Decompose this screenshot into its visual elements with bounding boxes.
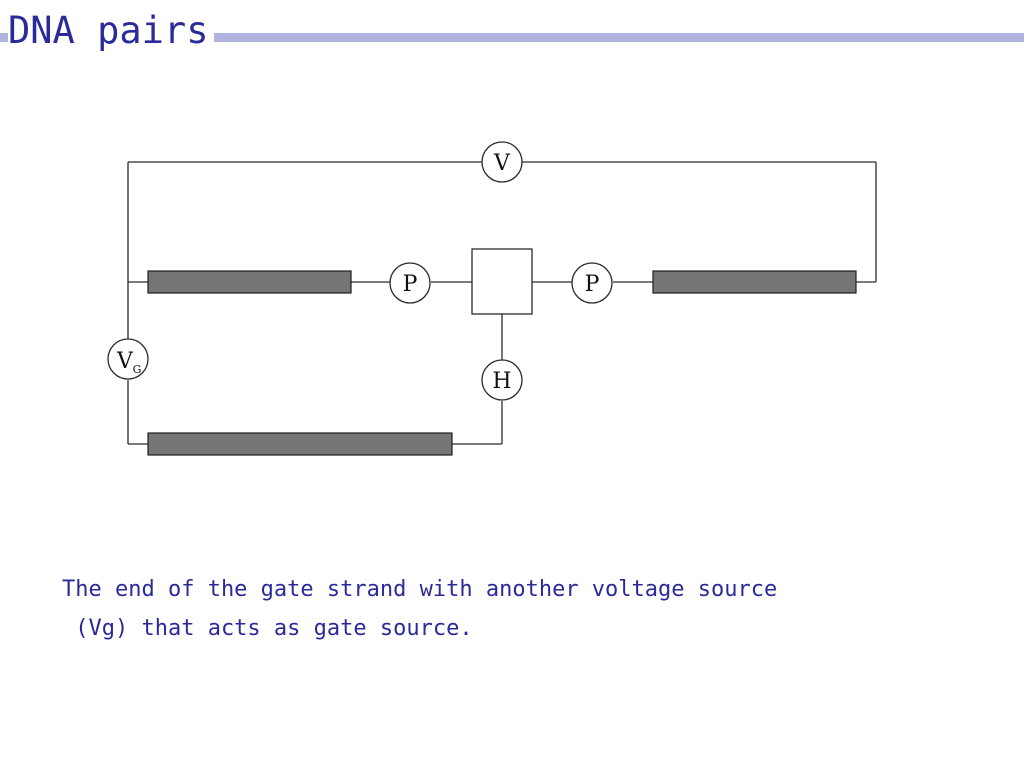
caption-line-1: The end of the gate strand with another … <box>62 577 778 602</box>
left-probe: P <box>389 262 431 304</box>
right-probe: P <box>571 262 613 304</box>
gate-source-label: V <box>116 349 134 374</box>
dna-gate-strand <box>147 432 453 456</box>
gate-meter: H <box>481 359 523 401</box>
title-underline-bar <box>0 33 1024 42</box>
top-voltmeter: V <box>481 141 523 183</box>
right-probe-label: P <box>585 272 600 297</box>
junction-box <box>471 248 533 315</box>
dna-strand-right <box>652 270 857 294</box>
caption-line-2: (Vg) that acts as gate source. <box>62 616 473 641</box>
gate-meter-label: H <box>492 369 511 394</box>
gate-source-subscript: G <box>133 363 142 376</box>
left-probe-label: P <box>403 272 418 297</box>
slide-caption: The end of the gate strand with another … <box>62 570 962 648</box>
dna-strand-left <box>147 270 352 294</box>
top-voltmeter-label: V <box>493 151 511 176</box>
slide-title: DNA pairs <box>8 6 215 56</box>
gate-voltage-source: V G <box>107 338 149 380</box>
